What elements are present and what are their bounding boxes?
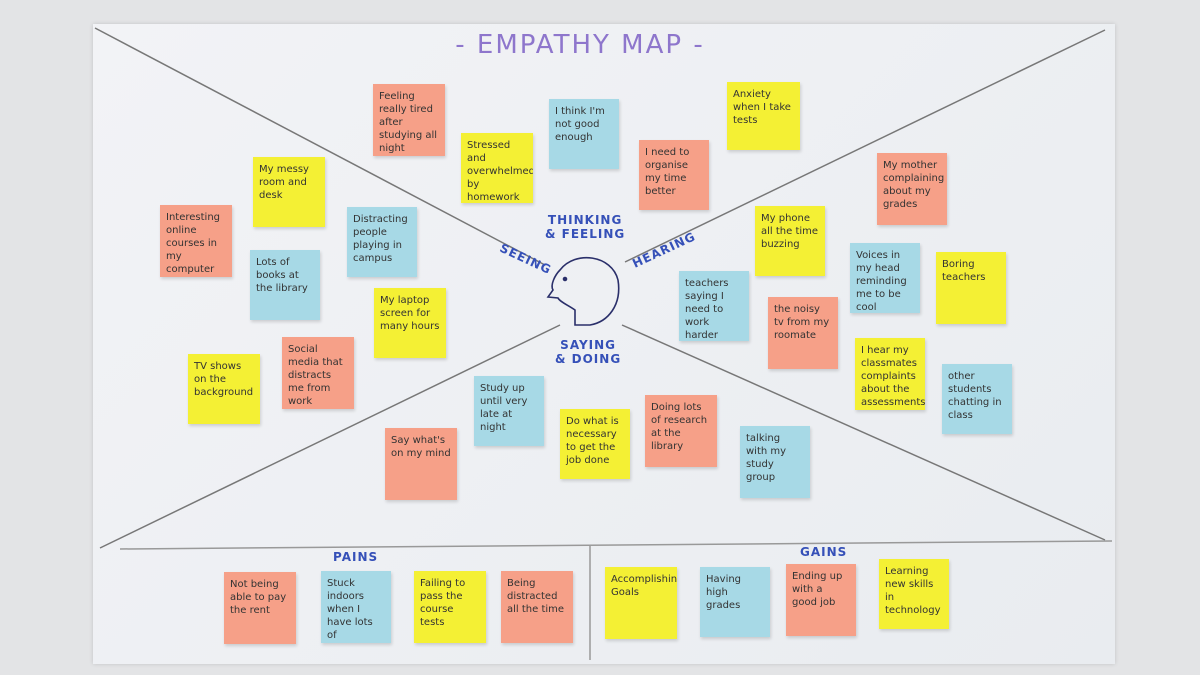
sticky-note-pains: Not being able to pay the rent: [224, 572, 296, 644]
sticky-note-saying: Do what is necessary to get the job done: [560, 409, 630, 479]
sticky-note-hearing: Boring teachers: [936, 252, 1006, 324]
sticky-note-seeing: My messy room and desk: [253, 157, 325, 227]
sticky-note-seeing: Lots of books at the library: [250, 250, 320, 320]
divider-horizontal: [119, 540, 1113, 550]
label-saying-doing: SAYING & DOING: [555, 338, 622, 366]
label-thinking-feeling: THINKING & FEELING: [545, 213, 626, 241]
divider-top-right: [624, 29, 1106, 263]
sticky-note-thinking: I think I'm not good enough: [549, 99, 619, 169]
sticky-note-seeing: TV shows on the background: [188, 354, 260, 424]
divider-top-left: [94, 27, 546, 266]
sticky-note-hearing: My phone all the time buzzing: [755, 206, 825, 276]
sticky-note-gains: Having high grades: [700, 567, 770, 637]
sticky-note-seeing: Interesting online courses in my compute…: [160, 205, 232, 277]
sticky-note-saying: Study up until very late at night: [474, 376, 544, 446]
sticky-note-gains: Learning new skills in technology: [879, 559, 949, 629]
divider-bottom-left: [99, 324, 561, 549]
head-icon: [546, 256, 620, 326]
sticky-note-hearing: other students chatting in class: [942, 364, 1012, 434]
sticky-note-seeing: My laptop screen for many hours: [374, 288, 446, 358]
sticky-note-saying: talking with my study group: [740, 426, 810, 498]
sticky-note-pains: Failing to pass the course tests: [414, 571, 486, 643]
sticky-note-thinking: I need to organise my time better: [639, 140, 709, 210]
sticky-note-pains: Being distracted all the time: [501, 571, 573, 643]
label-pains: PAINS: [333, 550, 379, 564]
sticky-note-seeing: Distracting people playing in campus: [347, 207, 417, 277]
page-title: - EMPATHY MAP -: [455, 30, 705, 60]
sticky-note-gains: Ending up with a good job: [786, 564, 856, 636]
sticky-note-seeing: Social media that distracts me from work: [282, 337, 354, 409]
sticky-note-saying: Doing lots of research at the library: [645, 395, 717, 467]
sticky-note-thinking: Anxiety when I take tests: [727, 82, 800, 150]
sticky-note-hearing: I hear my classmates complaints about th…: [855, 338, 925, 410]
sticky-note-hearing: the noisy tv from my roomate: [768, 297, 838, 369]
sticky-note-thinking: Feeling really tired after studying all …: [373, 84, 445, 156]
sticky-note-hearing: teachers saying I need to work harder: [679, 271, 749, 341]
divider-bottom-right: [621, 324, 1106, 541]
label-gains: GAINS: [800, 545, 848, 559]
sticky-note-pains: Stuck indoors when I have lots of homewo…: [321, 571, 391, 643]
sticky-note-hearing: Voices in my head reminding me to be coo…: [850, 243, 920, 313]
sticky-note-gains: Accomplishing Goals: [605, 567, 677, 639]
sticky-note-thinking: Stressed and overwhelmed by homework dea…: [461, 133, 533, 203]
sticky-note-saying: Say what's on my mind: [385, 428, 457, 500]
sticky-note-hearing: My mother complaining about my grades: [877, 153, 947, 225]
